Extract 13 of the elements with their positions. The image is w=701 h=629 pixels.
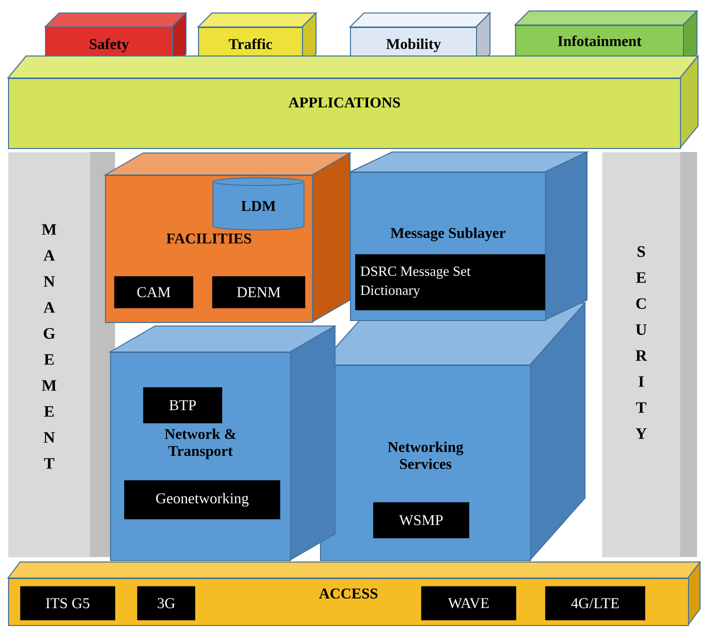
label-box: ITS G5 [20, 586, 116, 620]
label-box: WAVE [421, 586, 516, 620]
label-box: DSRC Message Set Dictionary [355, 254, 546, 310]
label-box: BTP [143, 387, 222, 424]
label-box: Geonetworking [124, 480, 280, 520]
database-cylinder: LDM [212, 177, 304, 230]
side-pillar: SECURITY [602, 152, 697, 558]
label-box: CAM [114, 276, 194, 308]
label-box: WSMP [373, 502, 470, 538]
label-box: DENM [212, 276, 306, 308]
label-box: 3G [137, 586, 196, 620]
label-box: 4G/LTE [545, 586, 646, 620]
side-pillar: MANAGEMENT [8, 152, 115, 558]
